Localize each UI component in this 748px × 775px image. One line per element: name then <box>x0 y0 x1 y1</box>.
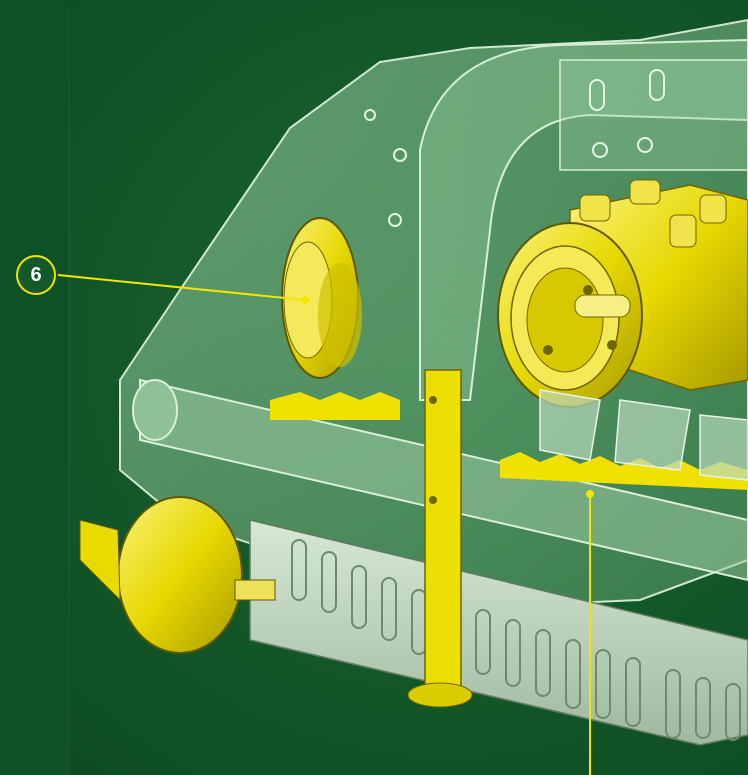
skid-plates <box>249 519 748 746</box>
frame-arch <box>419 38 748 401</box>
left-margin-band <box>0 0 68 775</box>
callout-6-leader <box>57 274 306 301</box>
callout-6-dot <box>301 296 309 304</box>
callout-6-badge: 6 <box>16 255 56 295</box>
blades <box>539 389 748 481</box>
margin-divider <box>68 10 69 775</box>
knife-leader-dot <box>586 490 594 498</box>
back-panel <box>559 59 748 171</box>
support-stand <box>407 369 473 708</box>
panel-slots <box>364 69 665 227</box>
large-pulley <box>497 222 643 408</box>
knife-bar <box>270 392 748 490</box>
roller-drum <box>79 496 276 654</box>
